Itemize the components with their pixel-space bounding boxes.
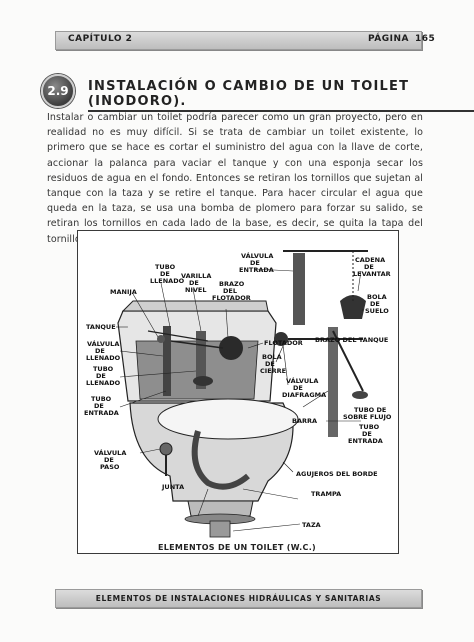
label-barra: BARRA <box>292 417 317 425</box>
float-ball-shape <box>219 336 243 360</box>
section-title: INSTALACIÓN O CAMBIO DE UN TOILET (INODO… <box>88 79 474 112</box>
label-trampa: TRAMPA <box>311 490 341 498</box>
figure-caption: ELEMENTOS DE UN TOILET (W.C.) <box>158 543 316 552</box>
label-flotador: FLOTADOR <box>264 339 303 347</box>
label-agujeros-borde: AGUJEROS DEL BORDE <box>296 470 378 478</box>
fill-valve-shape <box>163 326 171 396</box>
base-shape <box>187 500 254 517</box>
detail-flapper <box>340 295 366 319</box>
bowl-rim <box>157 398 299 440</box>
label-manija: MANIJA <box>110 288 137 296</box>
page-label: PÁGINA <box>368 34 409 44</box>
handle-shape <box>157 335 165 343</box>
detail-overflow-tube <box>328 327 338 437</box>
detail-fill-valve <box>293 253 305 325</box>
shutoff-valve-shape <box>159 442 173 456</box>
page-number: 165 <box>414 34 436 44</box>
label-taza: TAZA <box>302 521 321 529</box>
page-footer: ELEMENTOS DE INSTALACIONES HIDRÁULICAS Y… <box>55 589 422 608</box>
chapter-label: CAPÍTULO 2 <box>68 34 133 44</box>
label-tanque: TANQUE <box>86 323 116 331</box>
label-junta: JUNTA <box>161 483 184 491</box>
overflow-tube-shape <box>196 331 206 389</box>
page-number-label: PÁGINA 165 <box>362 34 435 44</box>
section-number-badge: 2.9 <box>41 74 75 108</box>
trap-shape <box>191 430 250 490</box>
label-brazo-tanque: BRAZO DEL TANQUE <box>315 336 388 344</box>
page-header: CAPÍTULO 2 PÁGINA 165 <box>55 31 435 50</box>
body-paragraph: Instalar o cambiar un toilet podría pare… <box>47 112 423 245</box>
tank-lid <box>121 300 269 312</box>
